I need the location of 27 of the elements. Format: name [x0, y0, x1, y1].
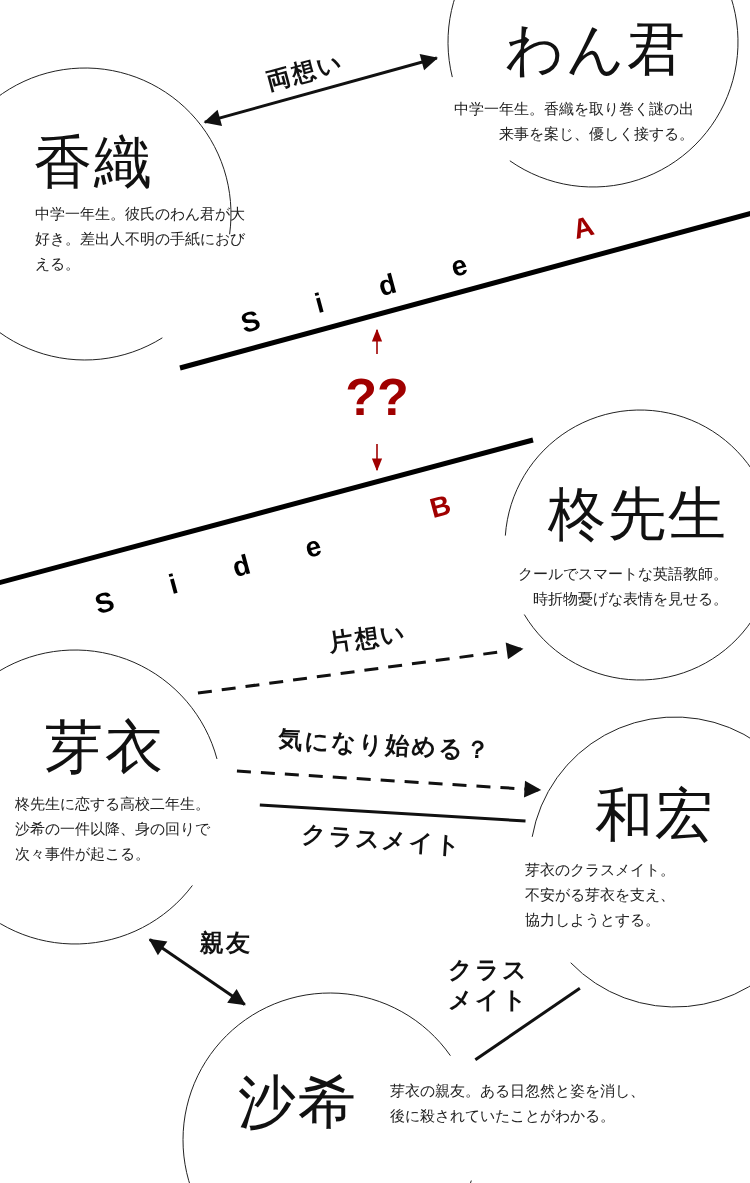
- edge-label: 気になり始める？: [276, 724, 494, 767]
- character-description: クールでスマートな英語教師。時折物憂げな表情を見せる。: [517, 564, 728, 610]
- character-description: 中学一年生。香織を取り巻く謎の出来事を案じ、優しく接する。: [453, 99, 694, 145]
- side-label: B: [427, 490, 454, 524]
- character-description: 中学一年生。彼氏のわん君が大好き。差出人不明の手紙におびえる。: [35, 204, 245, 273]
- character-name: 和宏: [595, 786, 715, 844]
- character-description: 芽衣のクラスメイト。不安がる芽衣を支え、協力しようとする。: [525, 860, 676, 931]
- character-description: 芽衣の親友。ある日忽然と姿を消し、後に殺されていたことがわかる。: [390, 1081, 646, 1127]
- arrow: [203, 54, 439, 127]
- edge-label: 親友: [199, 928, 253, 958]
- question-marks: ??: [345, 371, 409, 423]
- connector-line: [474, 986, 581, 1062]
- character-name: 香織: [34, 133, 154, 191]
- character-name: 柊先生: [548, 485, 728, 543]
- character-description: 柊先生に恋する高校二年生。沙希の一件以降、身の回りで次々事件が起こる。: [15, 794, 211, 865]
- character-name: 芽衣: [45, 718, 165, 776]
- arrow: [148, 938, 246, 1006]
- connector-line: [259, 803, 526, 823]
- edge-label: クラスメイト: [446, 955, 530, 1015]
- dashed-arrow: [236, 769, 542, 798]
- edge-label: 片想い: [325, 617, 411, 660]
- character-name: わん君: [505, 20, 687, 78]
- character-name: 沙希: [238, 1073, 358, 1131]
- dashed-arrow: [197, 642, 524, 695]
- edge-label: 両想い: [262, 47, 348, 98]
- edge-label: クラスメイト: [299, 819, 465, 862]
- side-label: A: [570, 211, 597, 245]
